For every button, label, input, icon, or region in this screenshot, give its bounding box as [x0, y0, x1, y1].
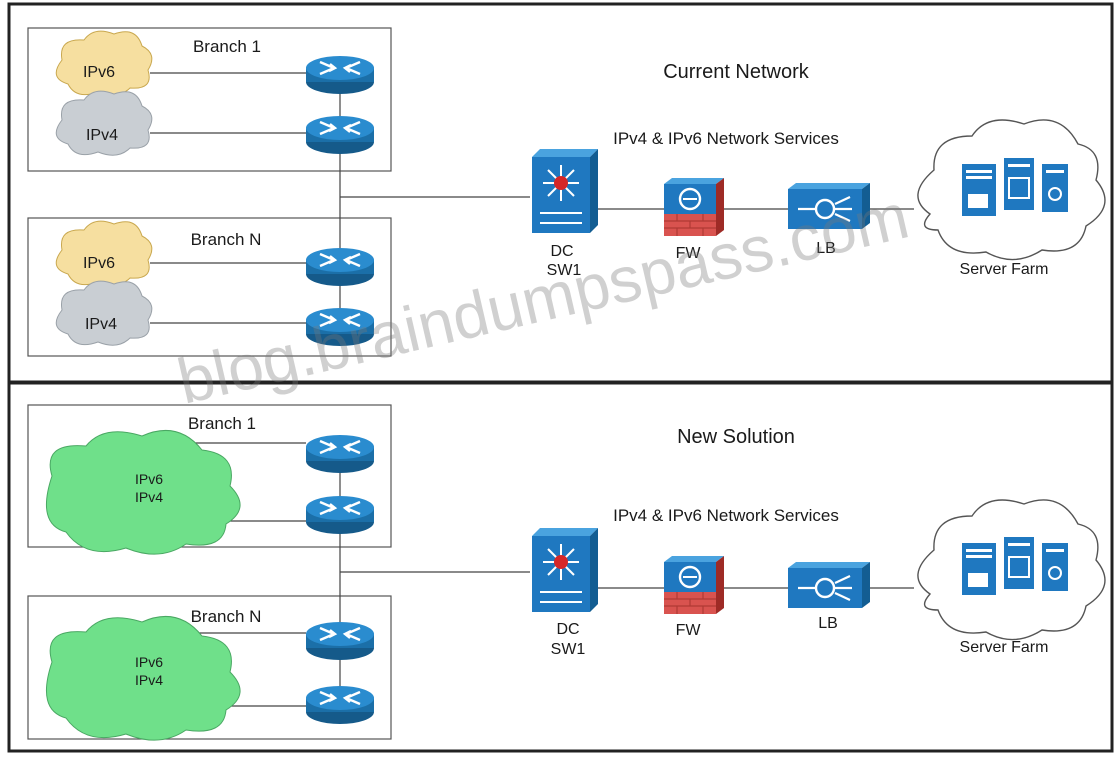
- dual-stack-cloud-icon: [45, 429, 241, 555]
- switch-label-line2: SW1: [551, 641, 586, 658]
- router-icon: [304, 433, 376, 475]
- switch-label-line2: SW1: [547, 262, 582, 279]
- ipv4-cloud-icon: [55, 90, 153, 156]
- dual-stack-cloud-icon: [45, 615, 241, 741]
- ipv6-label: IPv6: [135, 654, 163, 670]
- branch-1-box: [27, 404, 392, 548]
- load-balancer-label: LB: [818, 615, 838, 632]
- current-network-title: Current Network: [663, 61, 810, 83]
- switch-label-line1: DC: [550, 243, 573, 260]
- ipv4-label: IPv4: [135, 672, 163, 688]
- router-icon: [304, 620, 376, 662]
- branch-n-box: [27, 595, 392, 740]
- server-farm-label: Server Farm: [960, 261, 1049, 278]
- ipv4-label: IPv4: [135, 489, 163, 505]
- router-icon: [304, 54, 376, 96]
- ipv6-cloud-icon: [55, 30, 153, 96]
- router-icon: [304, 246, 376, 288]
- router-icon: [304, 114, 376, 156]
- load-balancer-icon: [786, 560, 872, 610]
- new-solution-title: New Solution: [677, 426, 795, 448]
- router-icon: [304, 494, 376, 536]
- branch-1-box: [27, 27, 392, 172]
- branch-n-box: [27, 217, 392, 357]
- multilayer-switch-icon: [531, 527, 599, 613]
- server-farm-label: Server Farm: [960, 639, 1049, 656]
- ipv4-cloud-label: IPv4: [85, 316, 117, 333]
- server-icon: [961, 536, 1069, 596]
- router-icon: [304, 684, 376, 726]
- firewall-label: FW: [676, 245, 702, 262]
- ipv6-cloud-icon: [55, 220, 153, 286]
- load-balancer-label: LB: [816, 240, 836, 257]
- branch-1-label: Branch 1: [188, 414, 256, 433]
- services-label: IPv4 & IPv6 Network Services: [613, 129, 839, 148]
- ipv6-cloud-label: IPv6: [83, 64, 115, 81]
- ipv6-label: IPv6: [135, 471, 163, 487]
- multilayer-switch-icon: [531, 148, 599, 234]
- ipv4-cloud-icon: [55, 280, 153, 346]
- firewall-label: FW: [676, 622, 702, 639]
- firewall-icon: [662, 554, 726, 616]
- ipv4-cloud-label: IPv4: [86, 127, 118, 144]
- services-label: IPv4 & IPv6 Network Services: [613, 506, 839, 525]
- ipv6-cloud-label: IPv6: [83, 255, 115, 272]
- branch-n-label: Branch N: [191, 607, 262, 626]
- branch-1-label: Branch 1: [193, 37, 261, 56]
- branch-n-label: Branch N: [191, 230, 262, 249]
- server-icon: [961, 157, 1069, 217]
- switch-label-line1: DC: [556, 621, 579, 638]
